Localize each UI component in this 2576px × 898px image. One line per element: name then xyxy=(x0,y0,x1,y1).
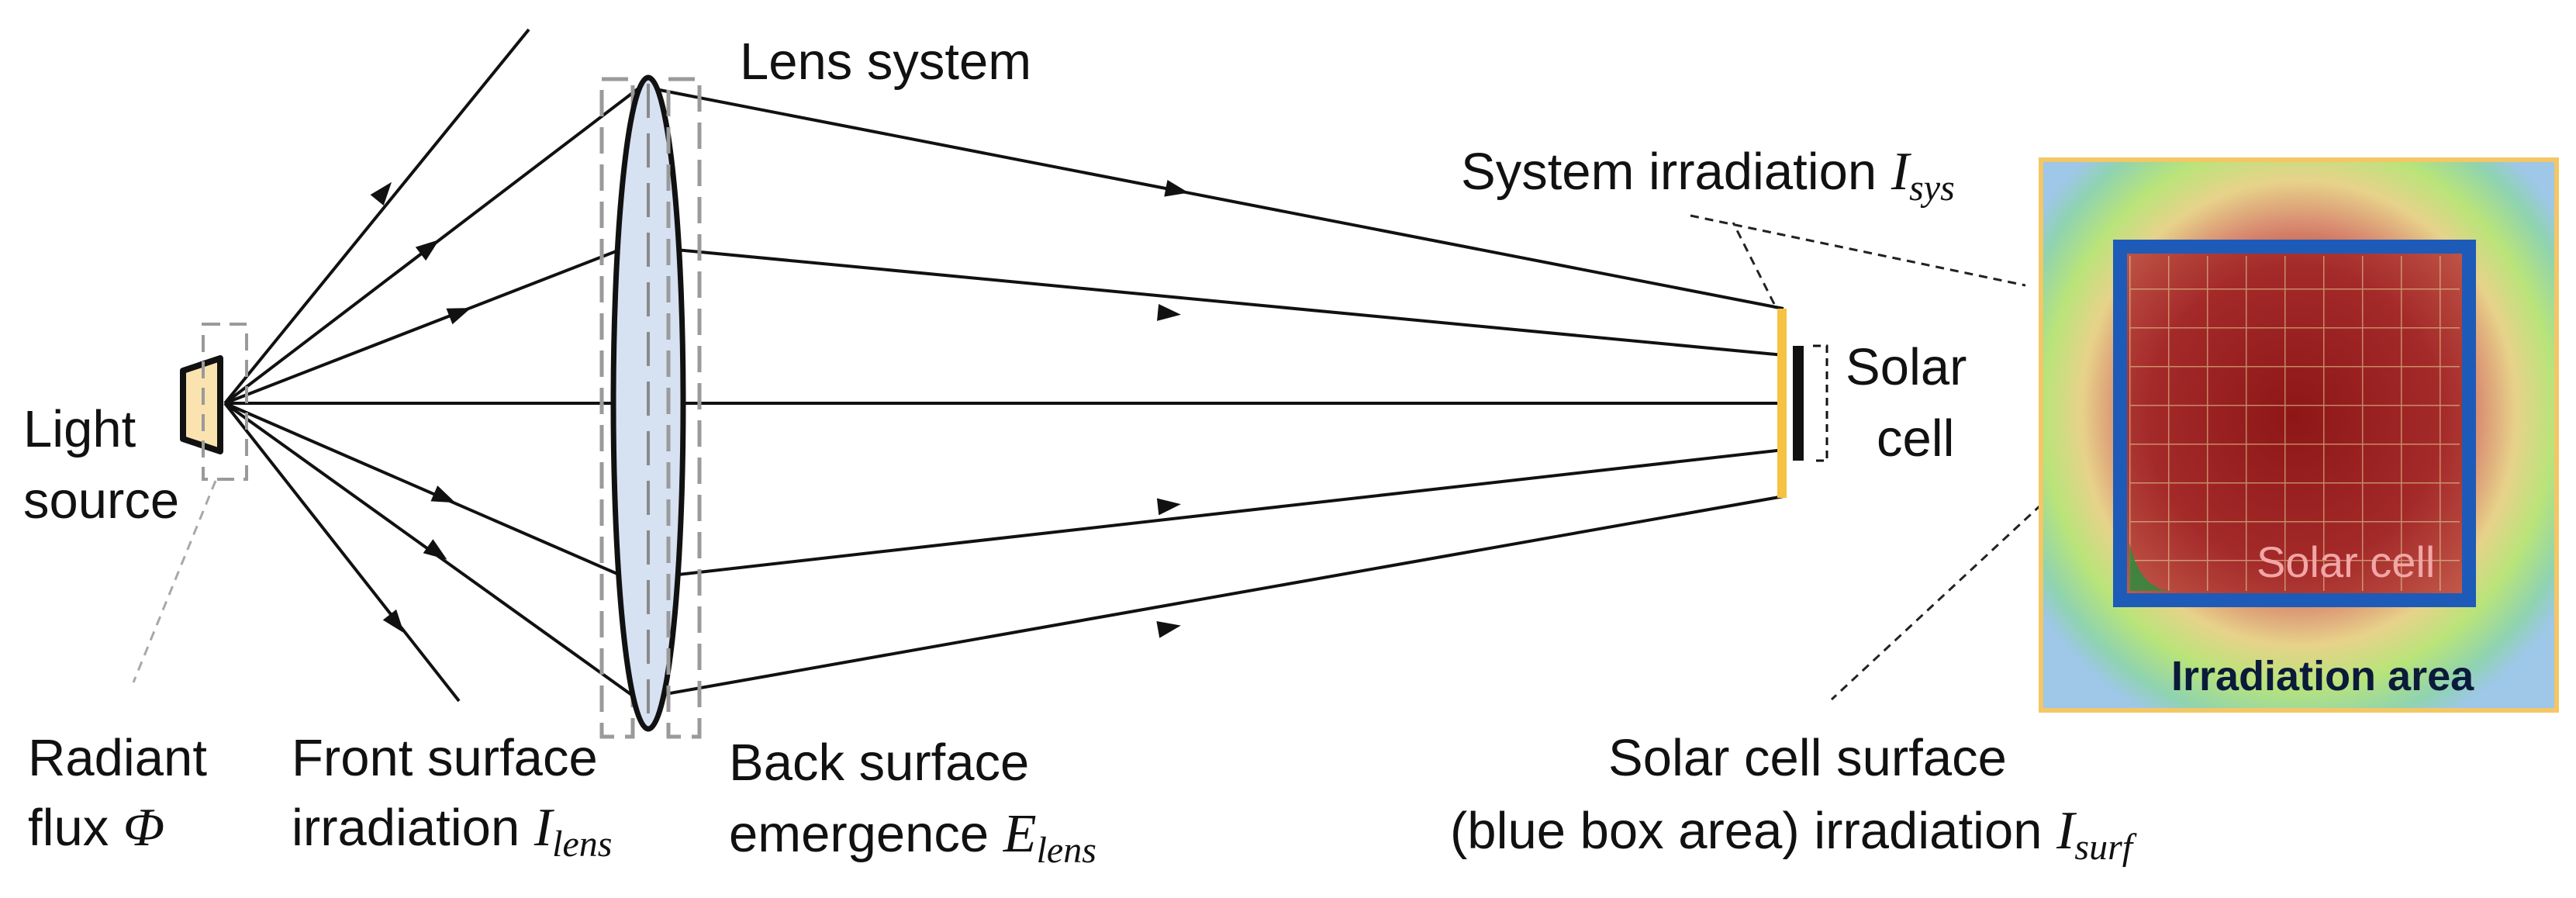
inset-solar-cell-label: Solar cell xyxy=(2257,537,2435,586)
light-source-dashed-box xyxy=(202,323,248,481)
arrowhead-6 xyxy=(382,609,404,634)
front-surface-label-line1: Front surface xyxy=(292,729,598,787)
cell-surface-symbol: I xyxy=(2056,801,2077,861)
callout-line-top xyxy=(1732,222,1776,305)
system-irradiation-text: System irradiation xyxy=(1461,143,1891,201)
light-source-label-line2: source xyxy=(23,471,179,530)
solar-cell xyxy=(1793,346,1804,461)
light-source-label-line1: Light xyxy=(23,400,136,458)
blue-box-grid xyxy=(2129,256,2460,591)
callout-line-upper xyxy=(1690,214,2026,287)
blue-box xyxy=(2113,240,2476,607)
front-surface-label-line2: irradiation Ilens xyxy=(292,798,612,865)
radiant-flux-text: flux xyxy=(28,799,123,857)
ray-converging-upper xyxy=(643,245,1784,357)
radiant-flux-label-line2: flux Φ xyxy=(28,798,164,858)
arrowhead-3 xyxy=(446,308,471,325)
ray-escaping-upper xyxy=(223,28,530,405)
solar-cell-label-line2: cell xyxy=(1877,409,1955,468)
arrowhead-4 xyxy=(430,485,456,503)
arrowhead-7 xyxy=(1164,180,1189,197)
back-surface-symbol: E xyxy=(1003,804,1037,864)
radiant-flux-label-line1: Radiant xyxy=(28,729,207,787)
system-irradiation-subscript: sys xyxy=(1909,168,1955,209)
system-irradiation-label: System irradiation Isys xyxy=(1461,142,1955,209)
back-surface-text: emergence xyxy=(729,805,1003,863)
back-surface-dashed-box xyxy=(666,77,702,739)
back-surface-label-line1: Back surface xyxy=(729,734,1029,792)
arrowhead-8 xyxy=(1157,303,1181,321)
arrowhead-10 xyxy=(1156,621,1181,638)
front-surface-symbol: I xyxy=(534,798,555,858)
inset-irradiation-area-label: Irradiation area xyxy=(2171,653,2474,699)
cell-surface-label-line2: (blue box area) irradiation Isurf xyxy=(1450,801,2137,868)
inset-green-corner xyxy=(2129,543,2171,591)
ray-converging-lower xyxy=(643,448,1784,580)
front-surface-subscript: lens xyxy=(552,824,612,865)
cell-surface-subscript: surf xyxy=(2074,827,2136,868)
radiant-flux-leader-line xyxy=(132,480,217,683)
back-surface-label-line2: emergence Elens xyxy=(729,804,1096,871)
cell-surface-label-line1: Solar cell surface xyxy=(1608,729,2007,787)
arrowhead-2 xyxy=(415,240,440,261)
solar-cell-surface-bar xyxy=(1777,309,1787,498)
ray-converging-top xyxy=(643,85,1784,310)
light-rays xyxy=(223,28,1784,703)
ray-to-lens-lower xyxy=(224,402,629,580)
arrowhead-1 xyxy=(370,181,392,206)
ray-escaping-lower xyxy=(223,402,461,703)
arrowhead-5 xyxy=(423,539,447,560)
back-surface-subscript: lens xyxy=(1037,830,1096,871)
cell-surface-text: (blue box area) irradiation xyxy=(1450,802,2056,860)
arrowhead-9 xyxy=(1156,498,1181,516)
radiant-flux-symbol: Φ xyxy=(123,798,164,858)
solar-cell-label-line1: Solar xyxy=(1846,338,1967,396)
front-surface-text: irradiation xyxy=(292,799,534,857)
ray-arrowheads xyxy=(370,180,1189,638)
system-irradiation-symbol: I xyxy=(1891,142,1912,202)
ray-to-lens-upper xyxy=(224,245,629,405)
inset-frame-outer xyxy=(2039,157,2559,713)
solar-cell-bracket xyxy=(1813,344,1828,462)
lens-system-label: Lens system xyxy=(740,33,1031,91)
ray-converging-bottom xyxy=(643,495,1784,699)
